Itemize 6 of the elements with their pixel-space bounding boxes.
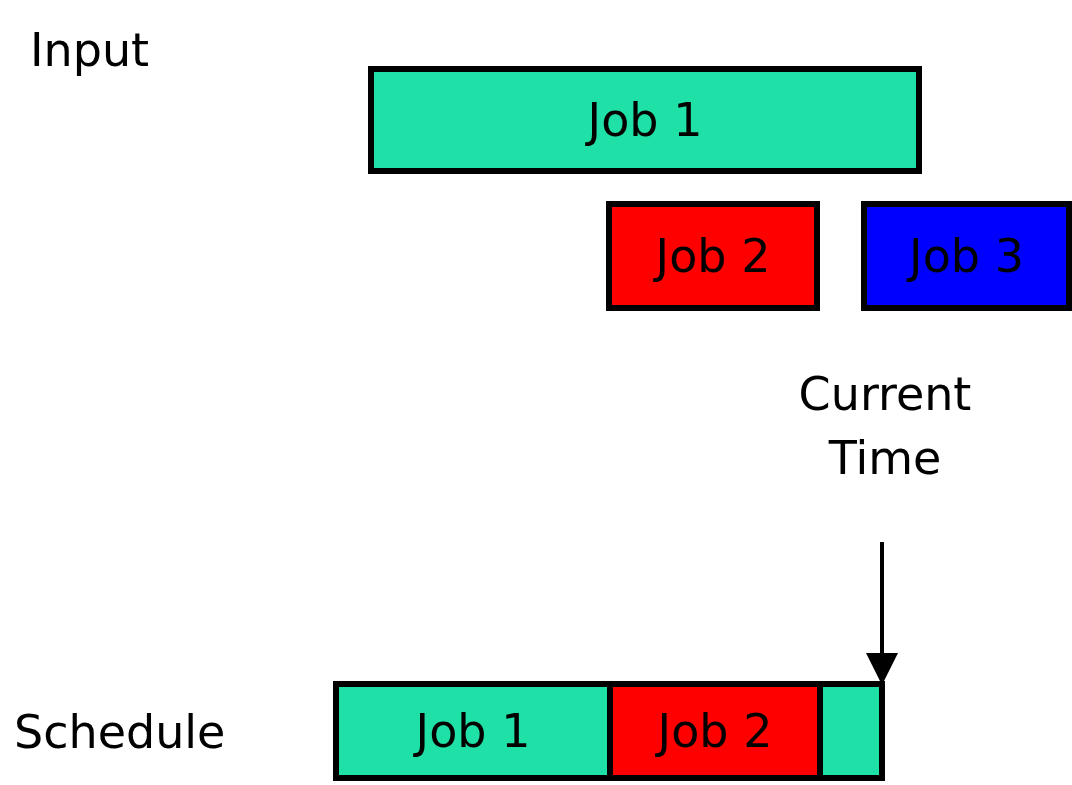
job-bar: Job 1 <box>368 66 922 174</box>
section-label: Input <box>30 22 150 79</box>
job-bar: Job 3 <box>861 201 1072 311</box>
section-label: Schedule <box>14 704 226 761</box>
time-label: Current Time <box>745 362 1025 491</box>
job-bar: Job 2 <box>606 201 820 311</box>
